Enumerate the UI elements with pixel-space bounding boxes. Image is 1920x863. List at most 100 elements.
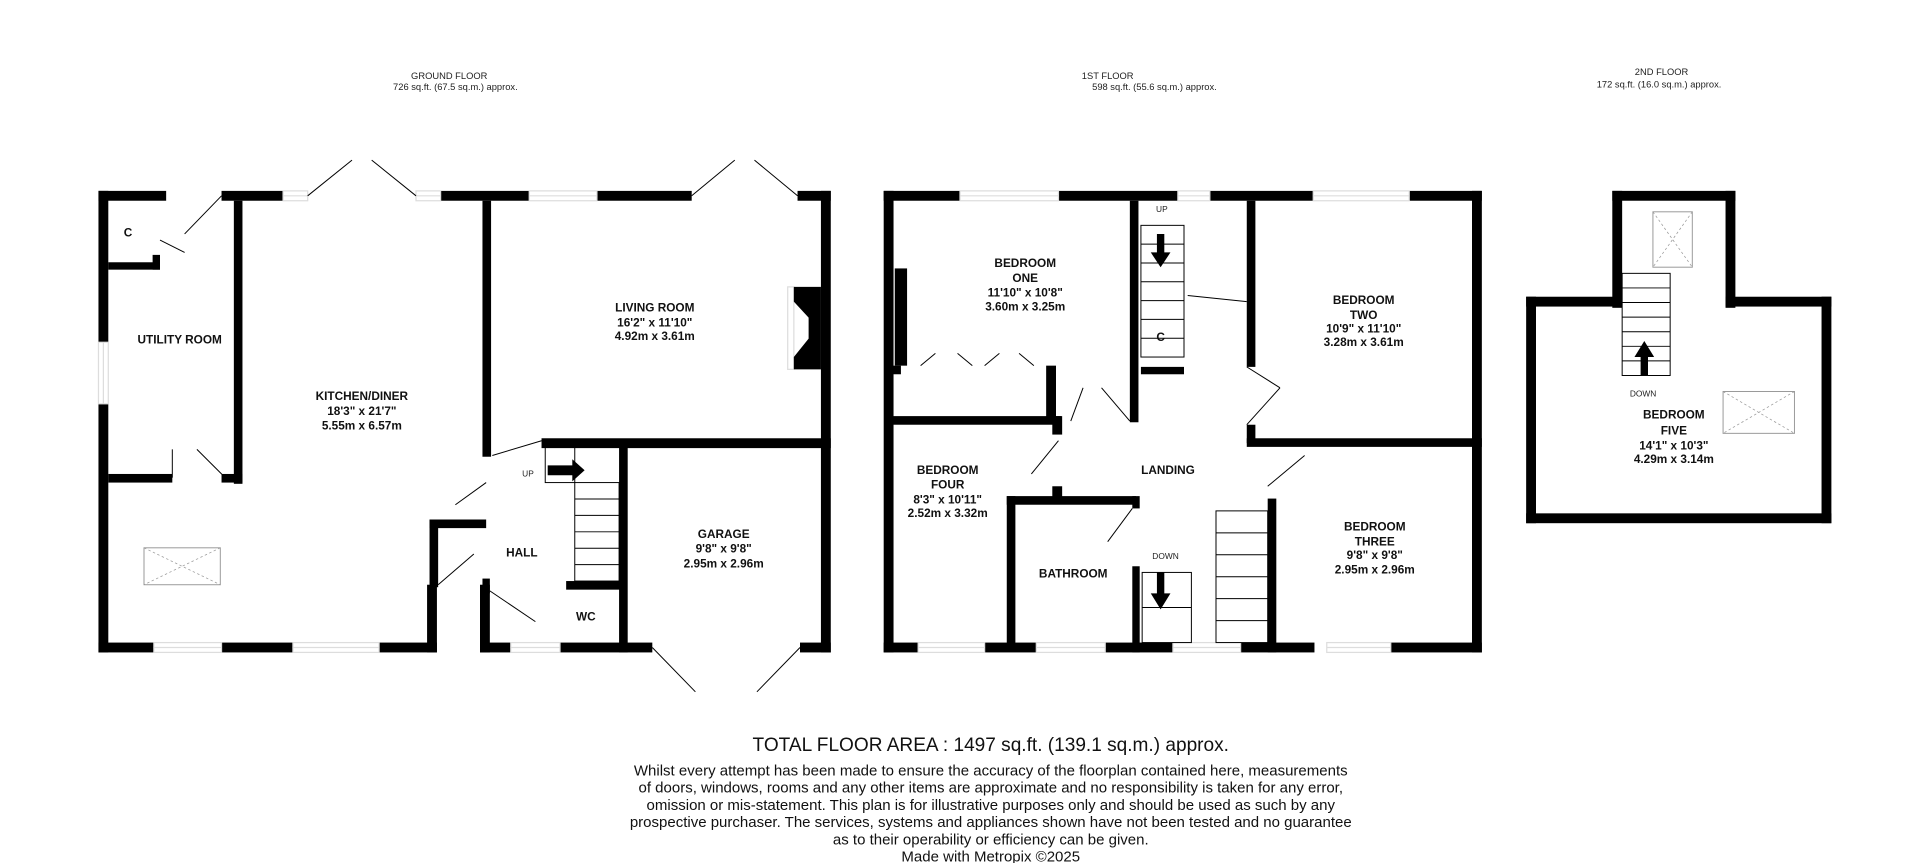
arrow-down-icon — [1150, 233, 1171, 268]
utility-room-label: UTILITY ROOM — [138, 332, 222, 346]
closet-label: C — [1156, 330, 1165, 344]
closet-label: C — [124, 225, 133, 239]
wall — [480, 584, 490, 653]
room-name: KITCHEN/DINER — [316, 389, 409, 403]
door — [196, 448, 226, 479]
wall — [1612, 190, 1736, 201]
arrow-up-icon — [1634, 341, 1655, 376]
disclaimer-line: prospective purchaser. The services, sys… — [630, 814, 1352, 831]
room-size-imperial: 16'2" x 11'10" — [617, 315, 692, 329]
staircase — [1140, 224, 1185, 358]
bedroom-five-label: BEDROOM FIVE 14'1" x 10'3" 4.29m x 3.14m — [1634, 408, 1714, 466]
room-name-2: THREE — [1355, 534, 1395, 548]
garage-label: GARAGE 9'8" x 9'8" 2.95m x 2.96m — [684, 527, 764, 571]
wc-label: WC — [576, 609, 596, 623]
door — [1101, 387, 1131, 422]
door — [691, 159, 736, 197]
walls — [98, 190, 1832, 653]
wall — [1006, 496, 1016, 650]
door — [455, 482, 487, 506]
room-name: LIVING ROOM — [615, 300, 694, 314]
room-size-metric: 2.95m x 2.96m — [1335, 563, 1415, 577]
wall — [221, 473, 243, 483]
wall — [1052, 416, 1063, 435]
kitchen-diner-label: KITCHEN/DINER 18'3" x 21'7" 5.55m x 6.57… — [316, 389, 409, 433]
rooflight — [143, 547, 221, 586]
wall — [566, 581, 624, 590]
room-size-metric: 5.55m x 6.57m — [322, 419, 402, 433]
first-floor-title: 1ST FLOOR — [1082, 71, 1134, 81]
rooflight-cross — [143, 547, 221, 586]
room-name: BEDROOM — [1643, 408, 1705, 422]
ground-floor-area: 726 sq.ft. (67.5 sq.m.) approx. — [393, 82, 518, 92]
wall — [482, 200, 492, 457]
disclaimer-line: Whilst every attempt has been made to en… — [634, 763, 1348, 780]
door — [437, 553, 475, 586]
wall — [1821, 296, 1832, 524]
room-name-2: FIVE — [1661, 424, 1687, 438]
wall — [1725, 296, 1832, 307]
wall — [152, 254, 160, 270]
wall — [1140, 366, 1184, 375]
room-size-metric: 4.92m x 3.61m — [615, 329, 695, 343]
wall — [108, 473, 173, 483]
second-floor-area: 172 sq.ft. (16.0 sq.m.) approx. — [1597, 80, 1722, 90]
door — [184, 195, 222, 235]
rooflight-cross — [1722, 391, 1795, 434]
wall — [1526, 296, 1623, 307]
wall — [429, 519, 487, 529]
door — [920, 352, 936, 367]
stairs-up-label: UP — [522, 468, 534, 478]
room-size-metric: 2.52m x 3.32m — [908, 506, 988, 520]
wall — [541, 438, 831, 449]
fixtures — [97, 159, 1795, 693]
wall — [883, 642, 919, 653]
wall — [1006, 496, 1136, 505]
arrow-down-icon — [1150, 572, 1171, 610]
wall — [233, 200, 243, 484]
wall — [427, 584, 437, 653]
room-size-imperial: 10'9" x 11'10" — [1326, 321, 1401, 335]
room-size-metric: 3.28m x 3.61m — [1324, 335, 1404, 349]
door — [489, 590, 536, 623]
wall — [1725, 190, 1736, 308]
wall — [883, 190, 960, 201]
room-name-2: TWO — [1350, 308, 1378, 322]
door — [1187, 295, 1247, 303]
wall — [560, 642, 653, 653]
wall — [894, 268, 908, 366]
room-name: GARAGE — [698, 527, 750, 541]
door — [1018, 352, 1035, 367]
door — [159, 239, 185, 253]
wall — [619, 445, 628, 653]
wall — [1129, 200, 1139, 423]
room-size-imperial: 11'10" x 10'8" — [988, 286, 1063, 300]
room-name: BEDROOM — [994, 256, 1056, 270]
wall — [1390, 642, 1482, 653]
wall — [1132, 496, 1140, 509]
wall — [1612, 190, 1623, 308]
wall — [482, 578, 490, 594]
wall — [221, 190, 284, 201]
door — [307, 159, 353, 197]
wall — [98, 642, 154, 653]
wall — [596, 190, 692, 201]
disclaimer-line: omission or mis-statement. This plan is … — [647, 797, 1336, 814]
wall — [98, 190, 167, 201]
bedroom-one-label: BEDROOM ONE 11'10" x 10'8" 3.60m x 3.25m — [985, 256, 1065, 313]
bedroom-two-label: BEDROOM TWO 10'9" x 11'10" 3.28m x 3.61m — [1324, 293, 1404, 349]
wall — [429, 519, 439, 588]
wall — [379, 642, 437, 653]
room-size-metric: 4.29m x 3.14m — [1634, 452, 1714, 466]
wall — [888, 365, 901, 375]
fireplace — [793, 286, 821, 370]
bedroom-three-label: BEDROOM THREE 9'8" x 9'8" 2.95m x 2.96m — [1335, 520, 1415, 577]
stairs-up-label: UP — [1156, 204, 1168, 214]
door — [1246, 387, 1281, 426]
wall — [440, 190, 530, 201]
wall — [480, 642, 511, 653]
room-size-metric: 2.95m x 2.96m — [684, 557, 764, 571]
arrow-right-icon — [547, 459, 585, 482]
wall — [1240, 642, 1315, 653]
wall — [221, 642, 293, 653]
